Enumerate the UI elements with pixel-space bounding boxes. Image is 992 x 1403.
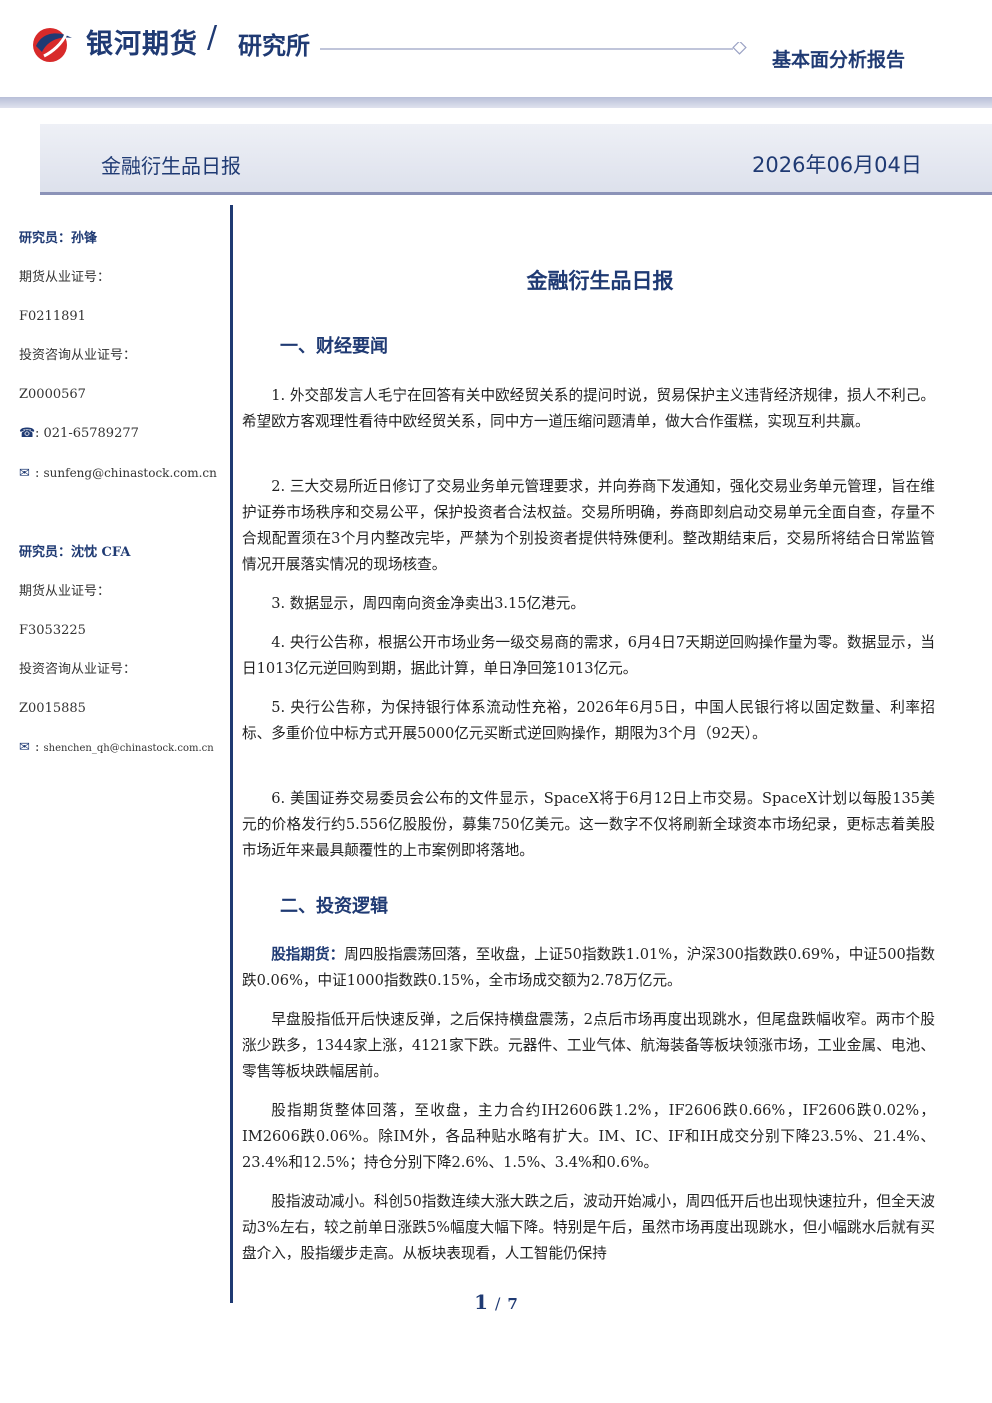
researcher1-phone: 021-65789277: [43, 426, 139, 441]
brand-subtitle: 研究所: [238, 32, 310, 60]
researcher2-email[interactable]: shenchen_qh@chinastock.com.cn: [43, 743, 214, 754]
logic-first-text: 周四股指震荡回落，至收盘，上证50指数跌1.01%，沪深300指数跌0.69%，…: [242, 946, 935, 989]
main-title: 金融衍生品日报: [526, 269, 674, 293]
news-item-6: 6. 美国证券交易委员会公布的文件显示，SpaceX将于6月12日上市交易。Sp…: [242, 790, 935, 859]
logo-icon: [33, 28, 72, 62]
researcher2-consult-id: Z0015885: [19, 701, 86, 716]
section-heading-logic: 二、投资逻辑: [280, 896, 388, 917]
title-banner: [40, 124, 992, 195]
logic-paragraph-3: 股指期货整体回落，至收盘，主力合约IH2606跌1.2%，IF2606跌0.66…: [242, 1102, 935, 1171]
sidebar: 研究员：孙锋 期货从业证号： F0211891 投资咨询从业证号： Z00005…: [19, 231, 224, 779]
vertical-divider: [230, 205, 233, 1303]
email-icon: ✉: [19, 740, 30, 755]
news-item-4: 4. 央行公告称，根据公开市场业务一级交易商的需求，6月4日7天期逆回购操作量为…: [242, 634, 935, 677]
researcher2-consult-label: 投资咨询从业证号：: [19, 662, 137, 677]
brand-name: 银河期货: [86, 29, 198, 60]
banner-title: 金融衍生品日报: [101, 154, 241, 178]
researcher1-email-row: ✉: sunfeng@chinastock.com.cn: [19, 466, 217, 481]
news-item-2: 2. 三大交易所近日修订了交易业务单元管理要求，并向券商下发通知，强化交易业务单…: [242, 478, 935, 573]
researcher1-futures-id: F0211891: [19, 309, 86, 324]
researcher1-futures-label: 期货从业证号：: [19, 270, 111, 285]
logic-paragraph-2: 早盘股指低开后快速反弹，之后保持横盘震荡，2点后市场再度出现跳水，但尾盘跌幅收窄…: [242, 1011, 935, 1080]
banner-date: 2026年06月04日: [752, 153, 922, 177]
email-icon: ✉: [19, 466, 30, 481]
researcher2-futures-label: 期货从业证号：: [19, 584, 111, 599]
phone-icon: ☎: [19, 426, 36, 441]
researcher2-name: 研究员：沈忱 CFA: [19, 545, 131, 560]
top-bar: [0, 97, 992, 108]
brand-separator: /: [207, 20, 218, 55]
researcher1-consult-id: Z0000567: [19, 387, 86, 402]
page-current: 1: [474, 1290, 489, 1314]
researcher1-email[interactable]: sunfeng@chinastock.com.cn: [43, 466, 217, 480]
logic-paragraph-4: 股指波动减小。科创50指数连续大涨大跌之后，波动开始减小，周四低开后也出现快速拉…: [242, 1193, 935, 1262]
logic-label: 股指期货：: [271, 946, 345, 963]
researcher1-name: 研究员：孙锋: [19, 231, 98, 246]
researcher1-phone-row: ☎: 021-65789277: [19, 426, 139, 441]
page-separator: /: [495, 1294, 501, 1313]
header-decor-line: [320, 42, 747, 55]
news-item-1: 1. 外交部发言人毛宁在回答有关中欧经贸关系的提问时说，贸易保护主义违背经济规律…: [242, 387, 935, 430]
page-total: 7: [507, 1295, 518, 1313]
researcher2-futures-id: F3053225: [19, 623, 86, 638]
sidebar-spacer: [19, 504, 224, 545]
report-type: 基本面分析报告: [772, 49, 906, 71]
news-item-5: 5. 央行公告称，为保持银行体系流动性充裕，2026年6月5日，中国人民银行将以…: [242, 699, 935, 742]
researcher1-consult-label: 投资咨询从业证号：: [19, 348, 137, 363]
news-item-3: 3. 数据显示，周四南向资金净卖出3.15亿港元。: [271, 595, 585, 612]
section-heading-news: 一、财经要闻: [280, 336, 388, 357]
page-number: 1 / 7: [0, 1290, 992, 1314]
researcher2-email-row: ✉: shenchen_qh@chinastock.com.cn: [19, 740, 214, 755]
logic-paragraph-1: 股指期货：周四股指震荡回落，至收盘，上证50指数跌1.01%，沪深300指数跌0…: [242, 942, 935, 994]
